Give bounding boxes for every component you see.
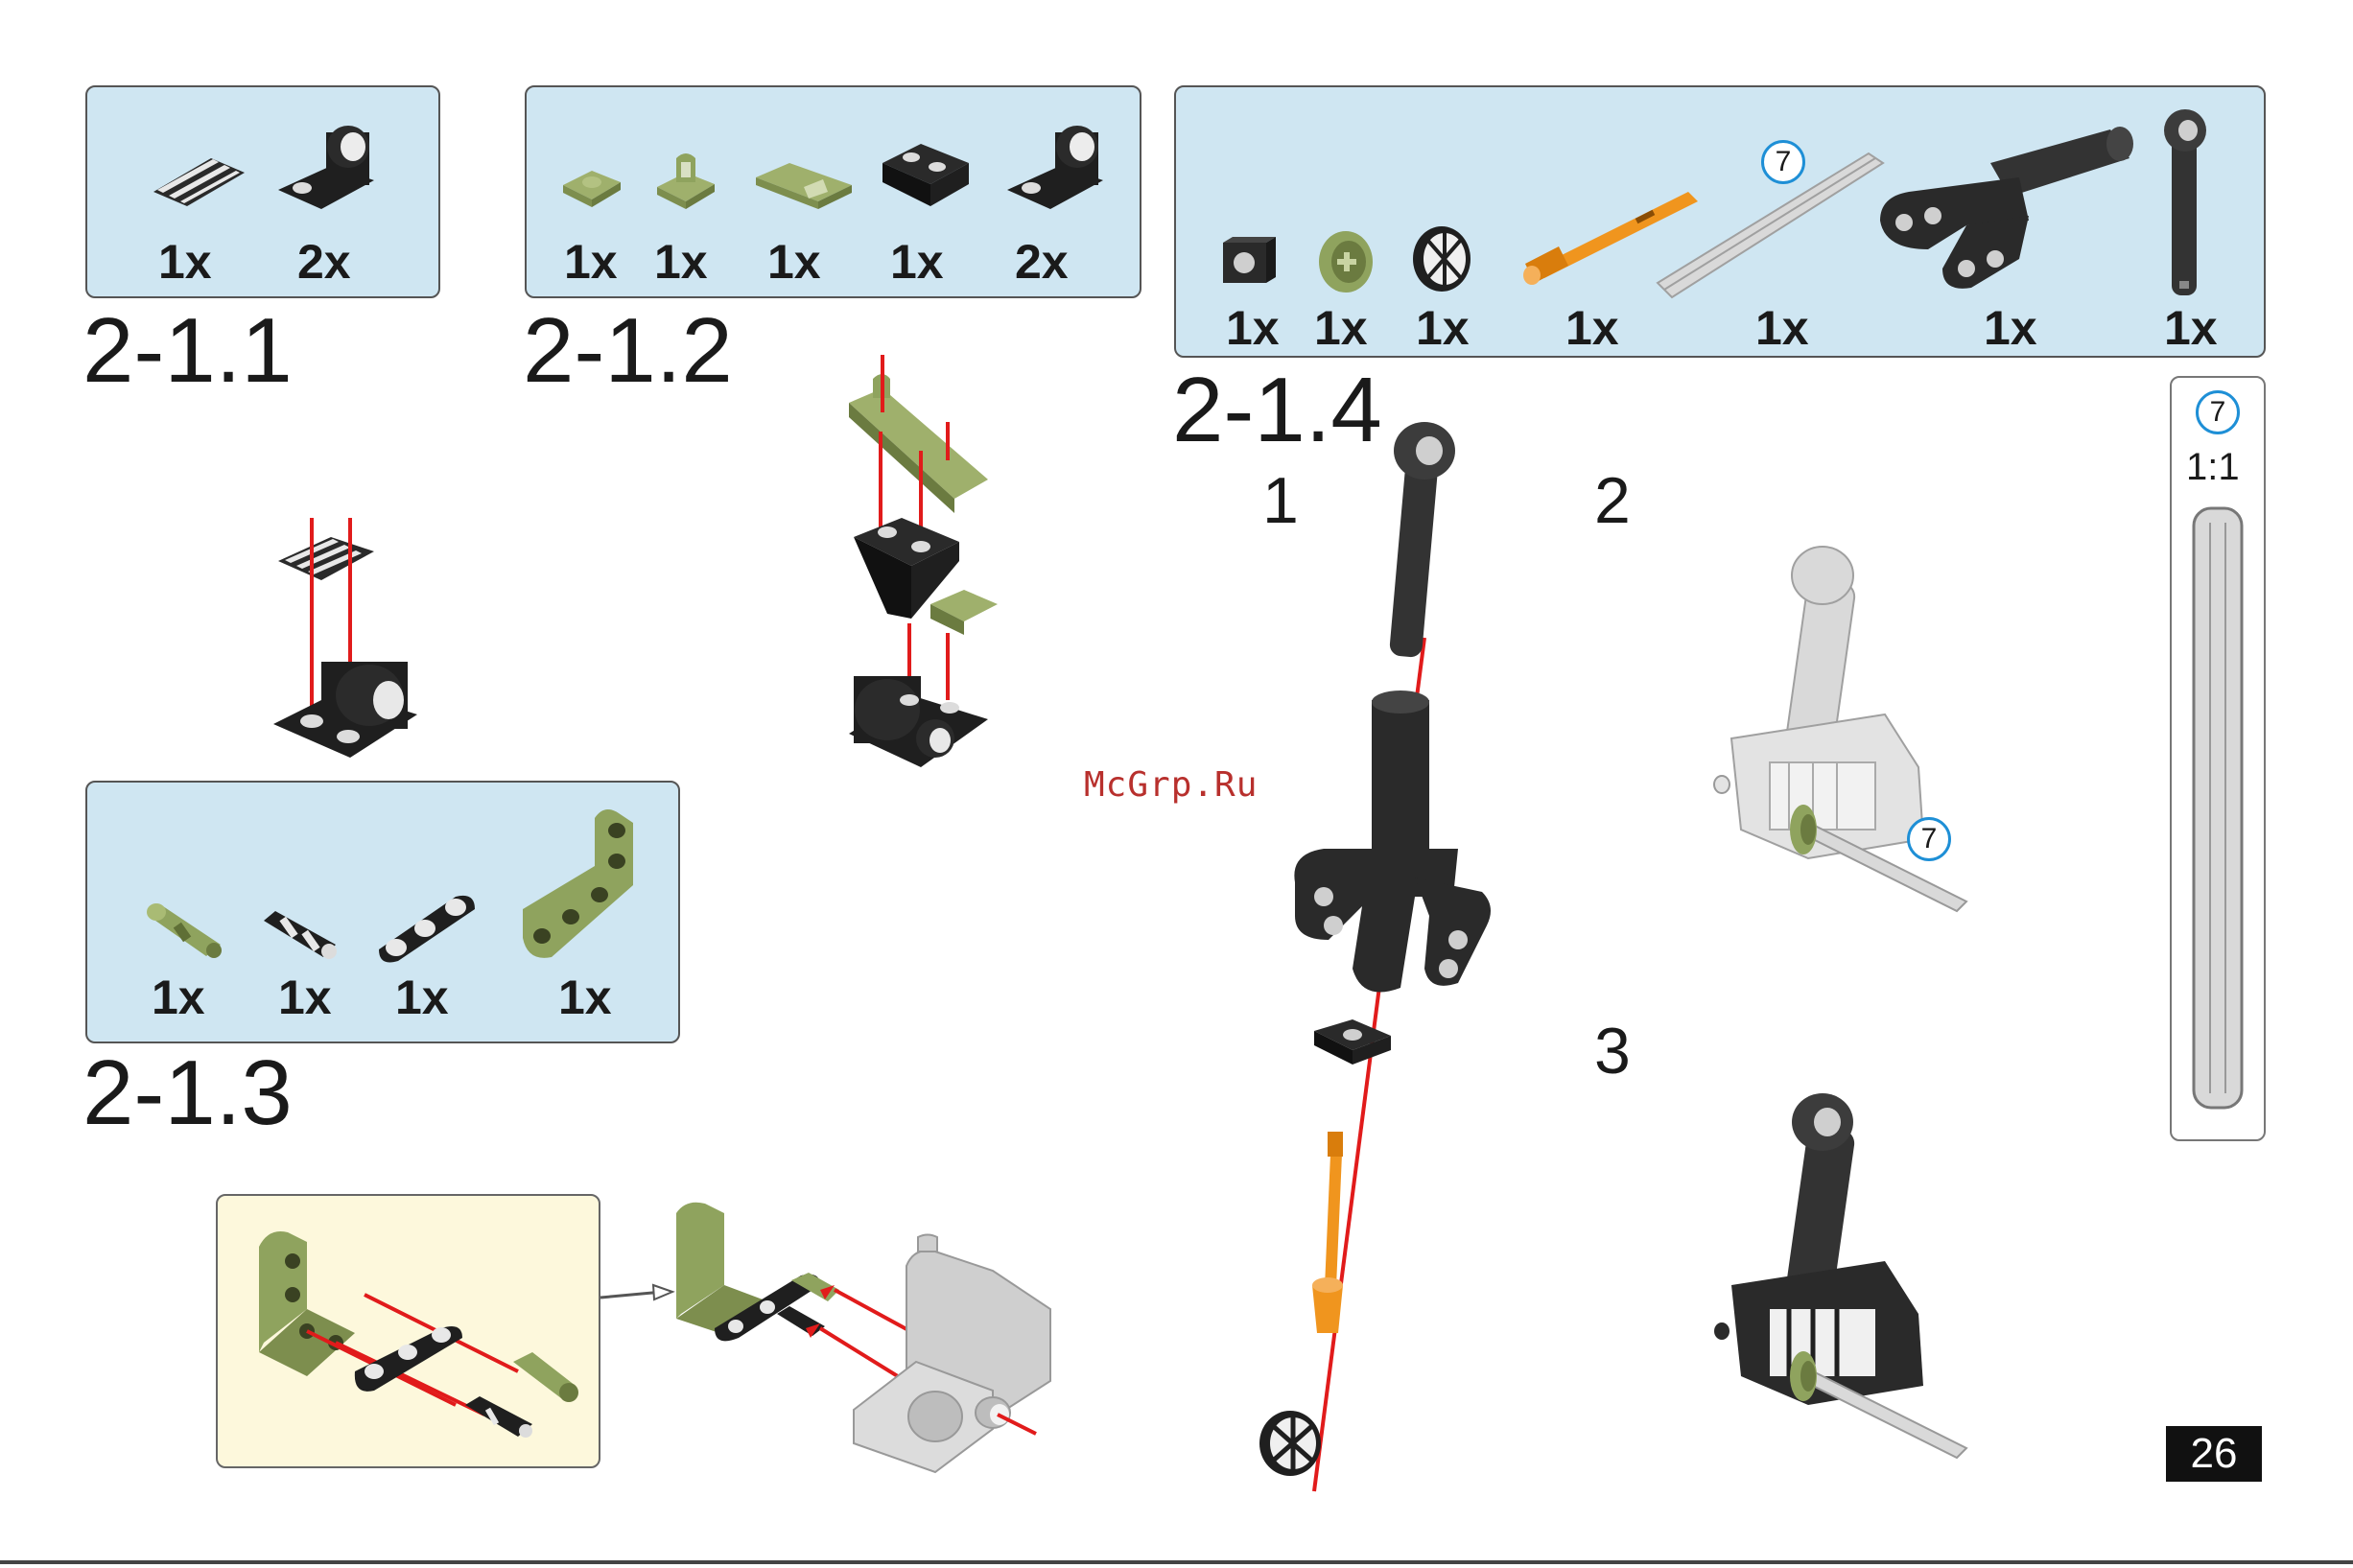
bottom-divider bbox=[0, 1560, 2353, 1564]
pin-hole-plate-black-icon bbox=[1002, 123, 1108, 219]
qty-label: 1x bbox=[558, 973, 612, 1021]
qty-label: 2x bbox=[1015, 238, 1069, 286]
part-number-badge: 7 bbox=[1907, 817, 1951, 861]
assembly-2-1-4-substep-3 bbox=[1703, 1088, 1981, 1491]
white-gear-icon bbox=[1408, 221, 1475, 297]
qty-label: 1x bbox=[152, 973, 205, 1021]
callout-arrow-icon bbox=[600, 1280, 677, 1309]
assembly-2-1-2 bbox=[844, 355, 1007, 777]
callout-subassembly-drawing bbox=[249, 1218, 595, 1448]
qty-label: 1x bbox=[2164, 304, 2218, 352]
qty-label: 1x bbox=[1416, 304, 1470, 352]
assembly-2-1-4-substep-2 bbox=[1703, 542, 1981, 945]
qty-label: 1x bbox=[1565, 304, 1619, 352]
qty-label: 2x bbox=[297, 238, 351, 286]
black-liftarm-3-icon bbox=[369, 882, 484, 969]
qty-label: 1x bbox=[1314, 304, 1368, 352]
olive-l-liftarm-icon bbox=[513, 804, 638, 967]
qty-label: 1x bbox=[1226, 304, 1280, 352]
qty-label: 1x bbox=[1984, 304, 2037, 352]
axle-scale-drawing bbox=[2189, 503, 2247, 1112]
qty-label: 1x bbox=[654, 238, 708, 286]
black-inverted-slope-icon bbox=[878, 134, 974, 211]
black-steering-arm-icon bbox=[2156, 104, 2214, 305]
parts-panel-2-1-1 bbox=[85, 85, 440, 298]
part-number-badge: 7 bbox=[2196, 390, 2240, 434]
pin-hole-plate-black-icon bbox=[273, 123, 379, 219]
assembly-2-1-3 bbox=[667, 1194, 1060, 1477]
olive-bush-icon bbox=[1312, 225, 1379, 297]
page-number: 26 bbox=[2166, 1426, 2262, 1482]
assembly-2-1-4-exploded bbox=[1247, 417, 1496, 1491]
olive-pin-icon bbox=[139, 897, 225, 964]
olive-clip-plate-icon bbox=[652, 149, 719, 211]
scale-ratio: 1:1 bbox=[2186, 446, 2240, 489]
black-white-pin-icon bbox=[254, 901, 341, 964]
qty-label: 1x bbox=[564, 238, 618, 286]
olive-plate-1x1-icon bbox=[558, 161, 625, 209]
qty-label: 1x bbox=[158, 238, 212, 286]
qty-label: 1x bbox=[890, 238, 944, 286]
black-fork-arm-icon bbox=[1875, 125, 2134, 297]
step-title-2-1-3: 2-1.3 bbox=[82, 1047, 293, 1139]
substep-number: 2 bbox=[1594, 468, 1631, 533]
olive-slope-icon bbox=[751, 158, 857, 211]
qty-label: 1x bbox=[278, 973, 332, 1021]
watermark: McGrp.Ru bbox=[1084, 765, 1258, 805]
step-title-2-1-1: 2-1.1 bbox=[82, 305, 293, 397]
grille-tile-icon bbox=[144, 144, 249, 211]
black-connector-icon bbox=[1213, 235, 1281, 293]
assembly-2-1-1 bbox=[273, 518, 427, 777]
substep-number: 3 bbox=[1594, 1018, 1631, 1084]
part-number-badge: 7 bbox=[1761, 140, 1805, 184]
qty-label: 1x bbox=[767, 238, 821, 286]
qty-label: 1x bbox=[395, 973, 449, 1021]
step-title-2-1-2: 2-1.2 bbox=[523, 305, 733, 397]
qty-label: 1x bbox=[1755, 304, 1809, 352]
